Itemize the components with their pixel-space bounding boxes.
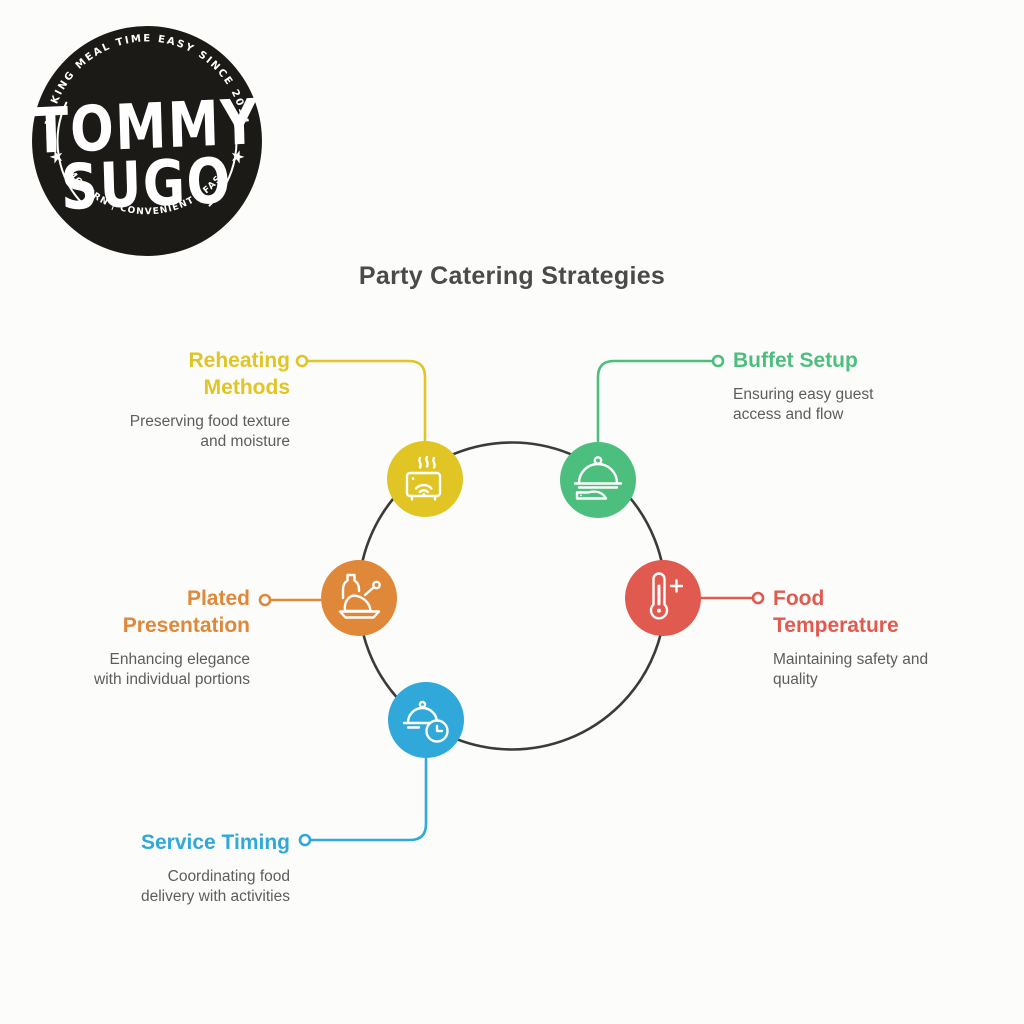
- cloche-clock-icon: [402, 700, 449, 743]
- food-temperature-end-dot: [751, 591, 765, 605]
- roast-platter-icon: [338, 573, 381, 619]
- toaster-steam-icon: [405, 455, 442, 501]
- service-connector: [311, 758, 428, 842]
- service-timing-text-block: Service Timing Coordinating food deliver…: [40, 829, 290, 907]
- serving-cloche-hand-icon: [573, 456, 623, 500]
- service-node-circle: [388, 682, 464, 758]
- buffet-end-dot: [711, 354, 725, 368]
- plated-end-dot: [258, 593, 272, 607]
- reheating-methods-label: Reheating Methods: [188, 349, 290, 399]
- service-timing-description: Coordinating food delivery with activiti…: [140, 868, 290, 905]
- reheating-connector: [308, 359, 427, 441]
- star-icon: ★: [46, 145, 67, 169]
- food-temperature-node-circle: [625, 560, 701, 636]
- plated-presentation-description: Enhancing elegance with individual porti…: [94, 651, 250, 688]
- reheating-node-circle: [387, 441, 463, 517]
- buffet-node-circle: [560, 442, 636, 518]
- logo-badge-circle: [32, 26, 262, 256]
- logo-left-arc: [56, 101, 86, 207]
- plated-presentation-label: Plated Presentation: [122, 587, 250, 637]
- food-temperature-text-block: Food Temperature Maintaining safety and …: [773, 585, 1023, 690]
- service-timing-label: Service Timing: [140, 831, 290, 854]
- food-temperature-label: Food Temperature: [773, 587, 899, 637]
- reheating-methods-text-block: Reheating Methods Preserving food textur…: [40, 347, 290, 452]
- connector-lines: [271, 359, 752, 842]
- buffet-setup-label: Buffet Setup: [733, 349, 858, 372]
- tommy-sugo-logo: MAKING MEAL TIME EASY SINCE 2014 MODERN …: [32, 26, 262, 256]
- connector-end-dots: [258, 354, 765, 847]
- food-temperature-description: Maintaining safety and quality: [773, 651, 929, 688]
- buffet-setup-text-block: Buffet Setup Ensuring easy guest access …: [733, 347, 983, 425]
- logo-right-arc: [208, 101, 238, 207]
- star-icon: ★: [227, 145, 248, 169]
- thermometer-plus-icon: [649, 572, 684, 620]
- reheating-end-dot: [295, 354, 309, 368]
- reheating-methods-description: Preserving food texture and moisture: [129, 413, 290, 450]
- buffet-setup-description: Ensuring easy guest access and flow: [733, 386, 874, 423]
- logo-name-line2: SUGO: [60, 145, 233, 224]
- logo-name-line1: TOMMY: [32, 86, 260, 168]
- buffet-connector: [596, 359, 712, 442]
- page-title: Party Catering Strategies: [358, 262, 666, 290]
- plated-presentation-text-block: Plated Presentation Enhancing elegance w…: [0, 585, 250, 690]
- service-end-dot: [298, 833, 312, 847]
